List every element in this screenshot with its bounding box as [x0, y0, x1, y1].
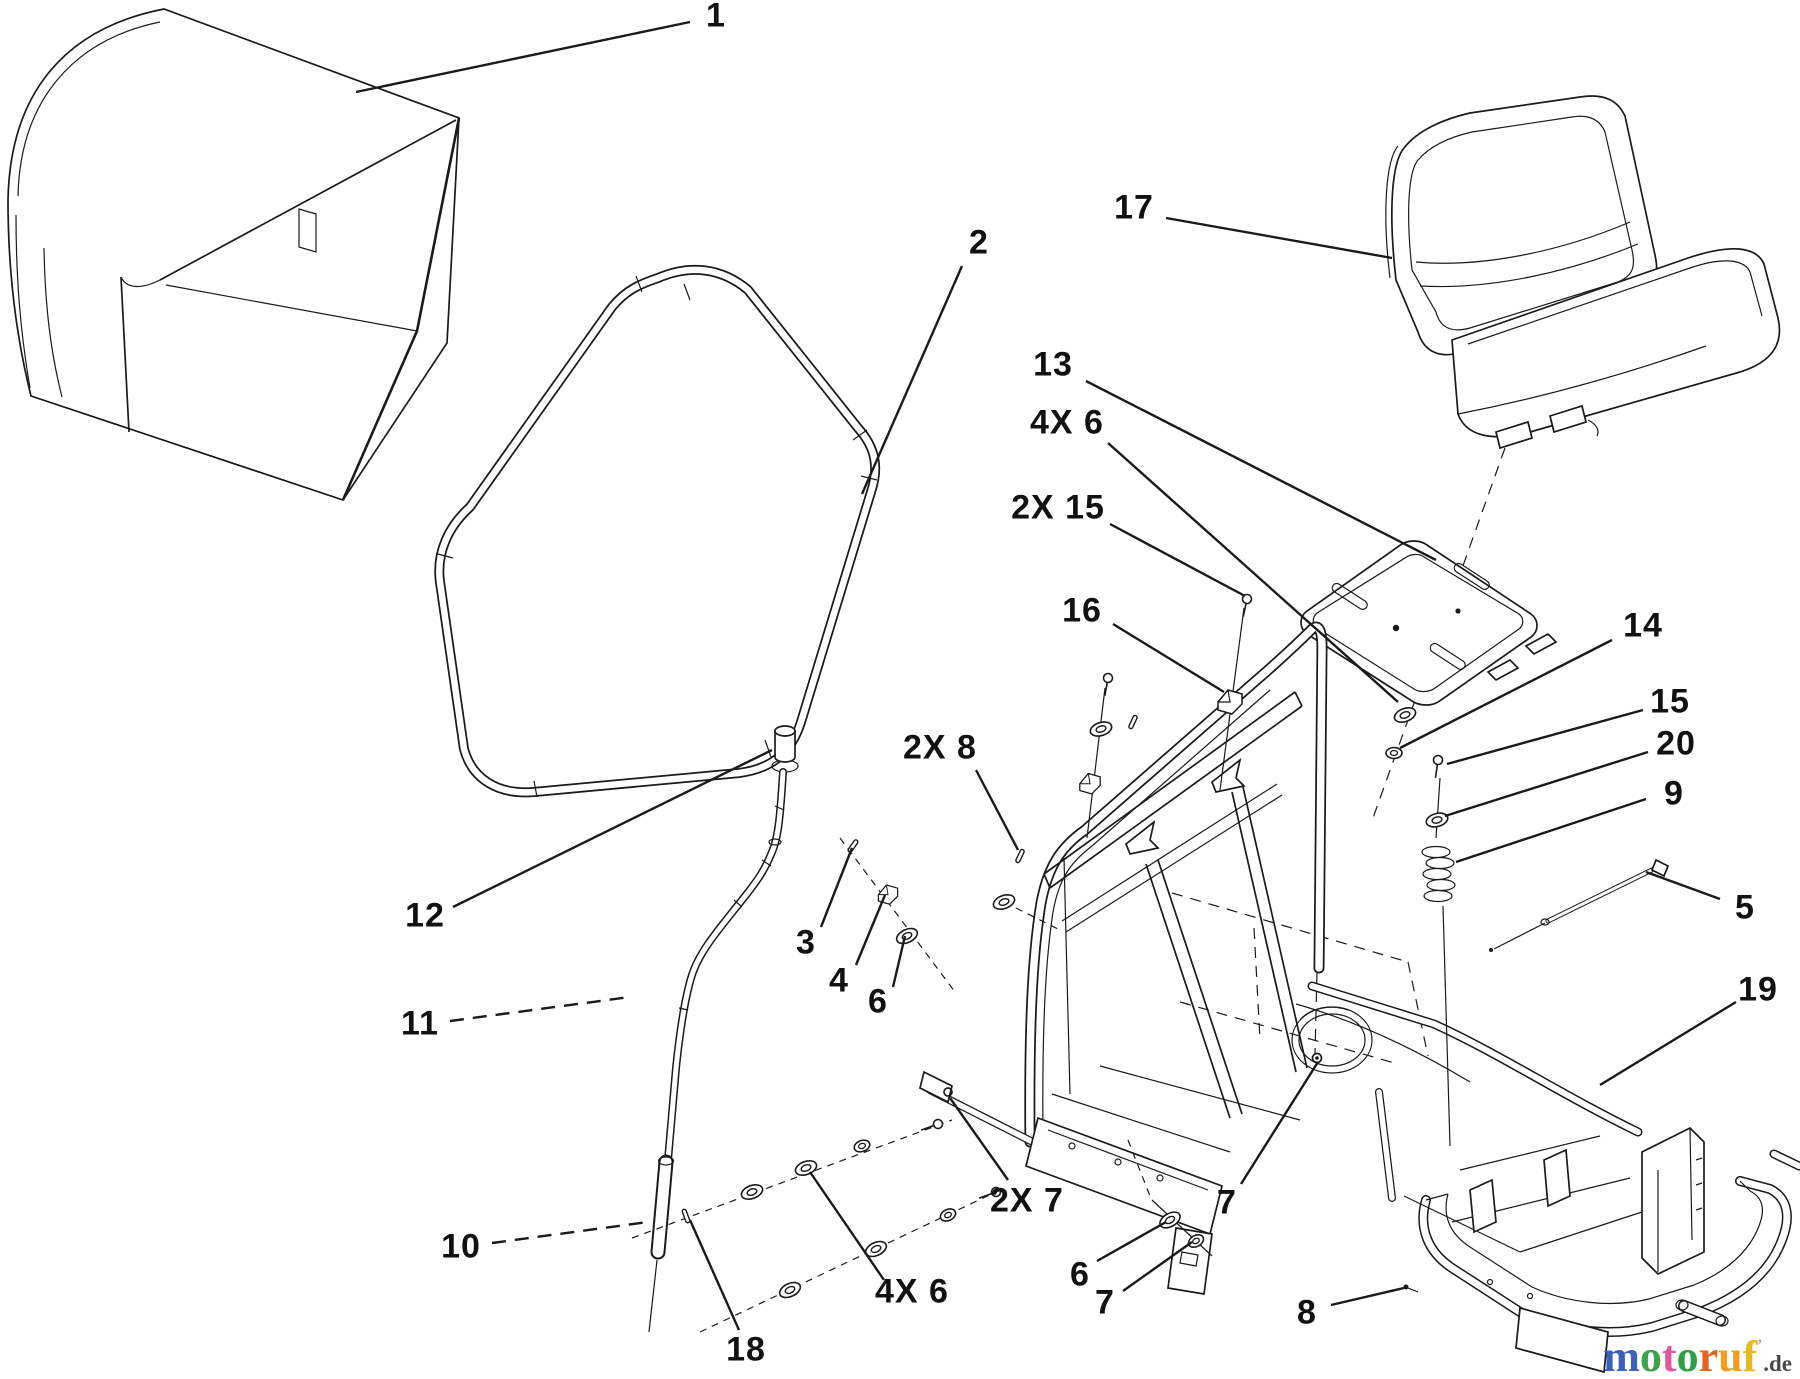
- washer-part6h: [990, 891, 1018, 913]
- screw-part8: [1014, 848, 1026, 864]
- callout-label-20: 20: [1656, 724, 1696, 763]
- callout-leader-13: [1085, 379, 1437, 562]
- callout-leader-15: [1446, 708, 1644, 766]
- callout-label-2X-7: 2X 7: [990, 1181, 1064, 1220]
- callout-leader-4: [854, 894, 887, 966]
- seat-plate-drawing: [1300, 540, 1558, 706]
- bag-support-hoop-drawing: [434, 264, 881, 798]
- callout-label-4X-6: 4X 6: [875, 1272, 949, 1311]
- washer-part6c: [738, 1181, 766, 1203]
- callout-label-11: 11: [401, 1004, 439, 1043]
- callout-label-2X-15: 2X 15: [1011, 488, 1105, 527]
- washer-part6: [1391, 704, 1419, 726]
- callout-label-6: 6: [868, 982, 888, 1021]
- callout-leader-19: [1599, 1000, 1737, 1087]
- callout-leader-20: [1444, 750, 1649, 818]
- watermark-letter: o: [1676, 1332, 1699, 1379]
- screw-part3: [846, 838, 860, 854]
- watermark-letter: o: [1639, 1332, 1662, 1379]
- screw-part8b: [1127, 714, 1139, 730]
- callout-leader-18: [688, 1219, 741, 1331]
- callout-label-8: 8: [1297, 1293, 1317, 1332]
- callout-leader-14: [1399, 638, 1613, 750]
- washer-part6e: [776, 1278, 804, 1302]
- bolt-part7d: [943, 1087, 953, 1097]
- support-rod-drawing: [648, 725, 799, 1333]
- watermark-mark: ’: [1757, 1337, 1763, 1353]
- clip-part16: [1217, 689, 1243, 715]
- callout-leader-3: [819, 847, 854, 928]
- callout-leader-16: [1112, 622, 1225, 694]
- watermark-letters: motoruf: [1603, 1335, 1757, 1379]
- callout-leader-2: [860, 265, 964, 495]
- screw-part8c: [1403, 1284, 1419, 1293]
- screw-part18: [681, 1208, 691, 1224]
- callout-leader-7: [1122, 1241, 1193, 1292]
- callout-leader-8: [1330, 1286, 1405, 1307]
- watermark-letter: t: [1661, 1332, 1677, 1379]
- screw-part3b: [918, 1117, 945, 1136]
- callout-label-14: 14: [1623, 606, 1663, 645]
- screw-part15: [1430, 754, 1444, 780]
- callout-leader-9: [1455, 797, 1647, 864]
- callout-leader-6: [891, 935, 907, 988]
- callout-label-19: 19: [1738, 970, 1778, 1009]
- callout-label-4X-6: 4X 6: [1030, 403, 1104, 442]
- callout-leader-4X-6: [1107, 442, 1399, 703]
- callout-leader-5: [1645, 870, 1721, 901]
- callout-label-10: 10: [441, 1227, 481, 1266]
- chassis-frame-drawing: [1291, 981, 1800, 1374]
- callout-label-12: 12: [405, 896, 445, 935]
- watermark-letter: r: [1698, 1332, 1719, 1379]
- callout-label-4: 4: [829, 961, 849, 1000]
- callout-leader-lines: [355, 20, 1737, 1331]
- washer-part6g: [893, 924, 921, 948]
- callout-label-17: 17: [1114, 188, 1154, 227]
- callout-label-9: 9: [1664, 774, 1684, 813]
- callout-leader-17: [1165, 216, 1393, 260]
- grass-bag-drawing: [7, 8, 461, 502]
- callout-label-15: 15: [1650, 682, 1690, 721]
- watermark-suffix: .de: [1763, 1351, 1792, 1376]
- watermark-letter: m: [1603, 1332, 1640, 1379]
- callout-label-6: 6: [1070, 1255, 1090, 1294]
- washer-part6b: [1087, 718, 1115, 740]
- nut-part7b: [937, 1205, 959, 1225]
- callout-label-1: 1: [706, 0, 726, 35]
- clip-part16b: [1079, 772, 1101, 795]
- callout-leader-7: [1239, 1061, 1320, 1185]
- callout-leader-2X-7: [949, 1097, 1009, 1181]
- nut-part7: [851, 1137, 873, 1155]
- motoruf-watermark: motoruf’.de: [1603, 1335, 1792, 1379]
- callout-label-3: 3: [796, 923, 816, 962]
- callout-label-7: 7: [1217, 1183, 1237, 1222]
- screw-part15b: [1238, 592, 1254, 619]
- watermark-letter: f: [1742, 1332, 1758, 1379]
- callout-leader-2X-8: [974, 769, 1020, 851]
- callout-leader-2X-15: [1109, 522, 1246, 598]
- callout-label-13: 13: [1033, 345, 1073, 384]
- nut-part14: [1385, 746, 1403, 760]
- callout-leader-4X-6: [809, 1171, 885, 1281]
- callout-leader-6: [1096, 1220, 1167, 1263]
- callout-label-16: 16: [1062, 591, 1102, 630]
- callout-leader-10: [491, 1220, 649, 1245]
- seat-drawing: [1372, 95, 1781, 819]
- callout-label-7: 7: [1095, 1283, 1115, 1322]
- spring-part9: [1421, 845, 1456, 903]
- callout-label-18: 18: [726, 1330, 766, 1369]
- washer-part20: [1423, 810, 1451, 830]
- callout-label-2X-8: 2X 8: [903, 728, 977, 767]
- fastener-hardware: [631, 592, 1670, 1333]
- callout-label-5: 5: [1735, 888, 1755, 927]
- washer-part6d: [792, 1157, 820, 1179]
- screw-part15c: [1099, 671, 1115, 698]
- rod-part5: [1489, 858, 1670, 952]
- callout-label-2: 2: [969, 223, 989, 262]
- watermark-letter: u: [1718, 1332, 1743, 1379]
- callout-leader-11: [449, 995, 631, 1023]
- callout-leader-12: [452, 748, 773, 909]
- callout-leader-1: [355, 20, 691, 94]
